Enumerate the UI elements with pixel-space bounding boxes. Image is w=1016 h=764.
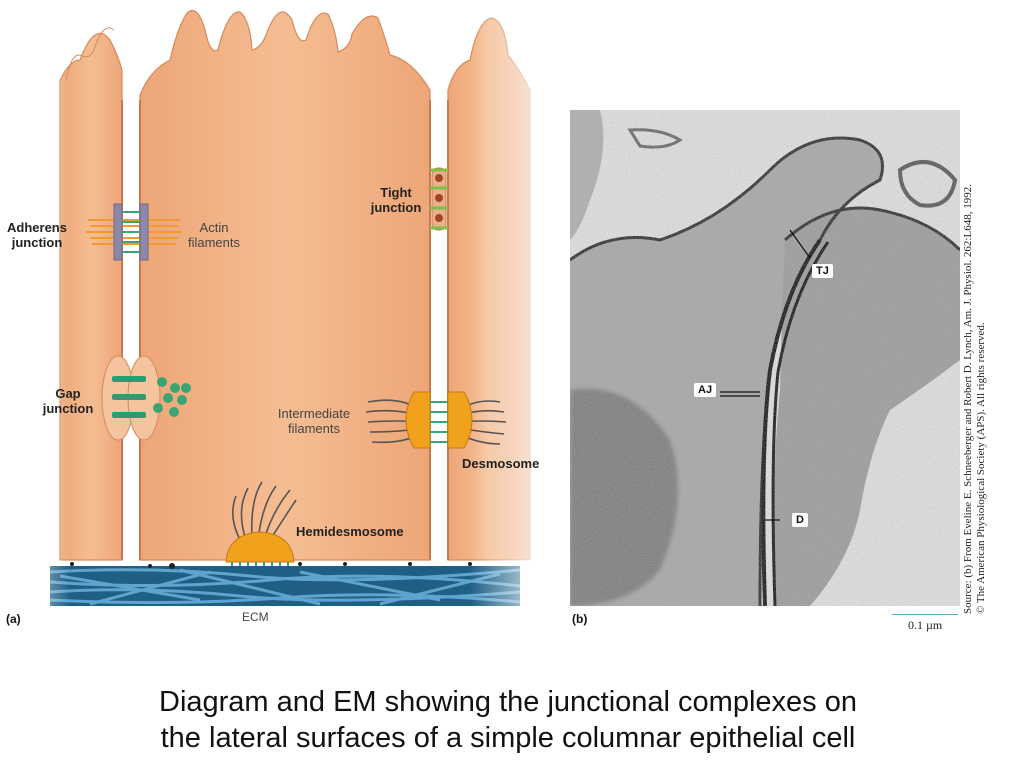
slide-caption: Diagram and EM showing the junctional co…: [159, 686, 857, 754]
panel-a-letter: (a): [6, 612, 21, 626]
panel-b-letter: (b): [572, 612, 588, 626]
adherens-junction: [86, 203, 182, 261]
scale-bar-label: 0.1 µm: [908, 618, 943, 632]
hemidesmosome: [225, 481, 297, 572]
actin-filaments-label: Actin filaments: [187, 220, 241, 250]
central-cell: [139, 9, 431, 561]
gap-junction-label: Gap junction: [42, 386, 94, 416]
tight-junction-label: Tight junction: [370, 185, 422, 215]
d-tag: D: [792, 513, 808, 527]
gap-junction: [101, 355, 191, 441]
ecm-label: ECM: [242, 610, 269, 624]
junction-diagram: [0, 0, 560, 640]
electron-micrograph: [570, 110, 960, 606]
hemidesmosome-label: Hemidesmosome: [296, 524, 404, 539]
ecm-fibers: [0, 560, 560, 620]
scale-bar: [892, 614, 958, 615]
source-credit: Source: (b) From Eveline E. Schneeberger…: [962, 184, 987, 614]
adherens-junction-label: Adherens junction: [7, 220, 67, 250]
desmosome-label: Desmosome: [462, 456, 540, 471]
desmosome: [365, 391, 507, 449]
intermediate-filaments-label: Intermediate filaments: [277, 406, 351, 436]
tight-junction: [430, 167, 448, 231]
aj-tag: AJ: [694, 383, 717, 397]
tj-tag: TJ: [812, 264, 833, 278]
